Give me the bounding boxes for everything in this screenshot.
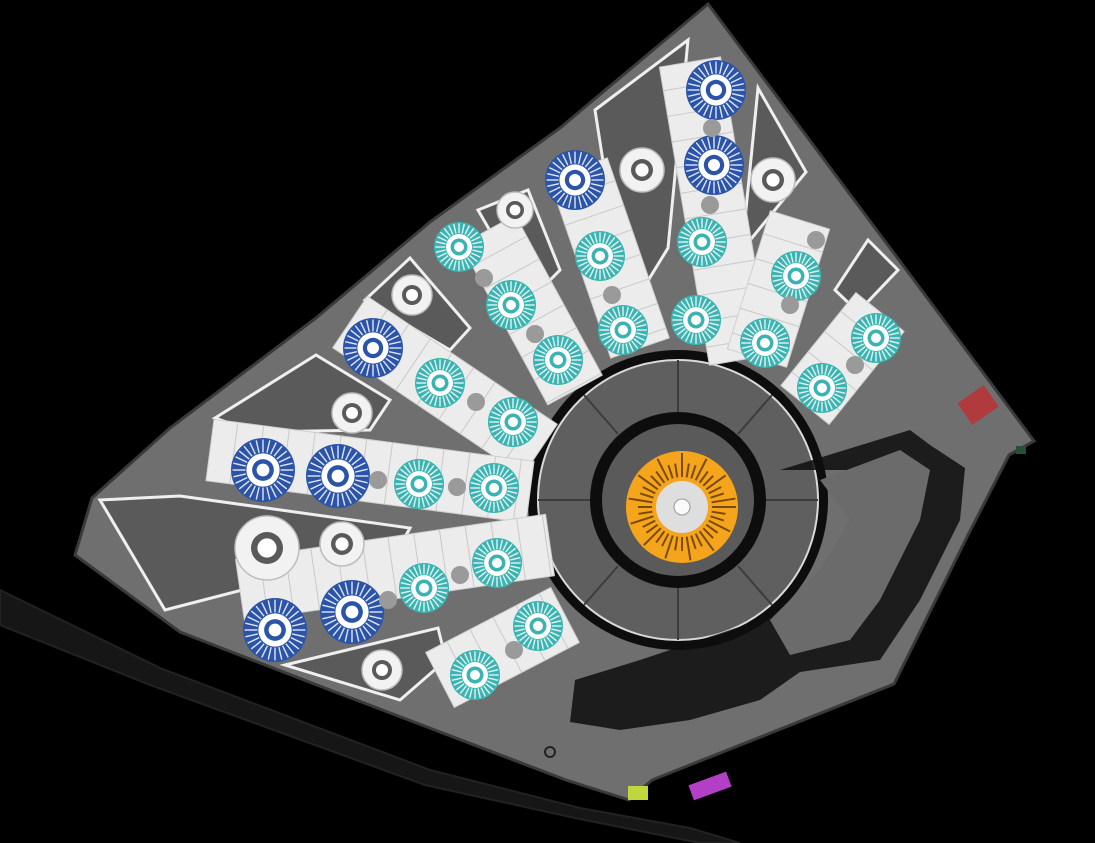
east-courtyard [770,450,930,655]
teal-ring-icon [399,563,449,613]
violet-marker [688,771,732,801]
blue-ring-icon [306,444,370,508]
teal-ring-icon [797,363,847,413]
blue-ring-icon [686,60,746,120]
grey-dot-icon [701,196,719,214]
teal-ring-icon [677,217,727,267]
lime-marker [628,786,648,800]
teal-ring-icon [472,538,522,588]
teal-ring-icon [771,251,821,301]
access-road [0,588,741,843]
blue-ring-icon [343,318,403,378]
white-ring-icon [234,515,300,581]
white-ring-icon [750,157,796,203]
plaza-ring-dividers [538,360,818,640]
grey-dot-icon [526,325,544,343]
white-ring-icon [361,649,403,691]
teal-ring-icon [533,335,583,385]
teal-ring-icon [671,295,721,345]
white-ring-icon [619,147,665,193]
grey-dot-icon [379,591,397,609]
units-layer [231,60,901,700]
teal-ring-icon [513,601,563,651]
teal-ring-icon [394,459,444,509]
grey-dot-icon [505,641,523,659]
grey-dot-icon [807,231,825,249]
blue-ring-icon [231,438,295,502]
teal-ring-icon [851,313,901,363]
grey-dot-icon [451,566,469,584]
grey-dot-icon [781,296,799,314]
white-ring-icon [319,521,365,567]
teal-ring-icon [450,650,500,700]
teal-ring-icon [415,358,465,408]
grey-dot-icon [369,471,387,489]
white-ring-icon [391,274,433,316]
teal-ring-icon [486,280,536,330]
teal-ring-icon [434,222,484,272]
teal-ring-icon [575,231,625,281]
white-ring-icon [331,392,373,434]
grey-dot-icon [448,478,466,496]
red-marker [957,385,999,425]
east-paths [570,430,965,730]
grey-dot-icon [603,286,621,304]
small-point-marker [544,746,556,758]
grey-dot-icon [703,119,721,137]
white-ring-icon [496,191,534,229]
grey-dot-icon [846,356,864,374]
green-marker [1016,446,1026,454]
teal-ring-icon [740,318,790,368]
central-hub [626,451,738,563]
teal-ring-icon [598,305,648,355]
teal-ring-icon [488,397,538,447]
teal-ring-icon [469,463,519,513]
blue-ring-icon [320,580,384,644]
blue-ring-icon [243,598,307,662]
blue-ring-icon [684,135,744,195]
grey-dot-icon [467,393,485,411]
grey-dot-icon [475,269,493,287]
blue-ring-icon [545,150,605,210]
